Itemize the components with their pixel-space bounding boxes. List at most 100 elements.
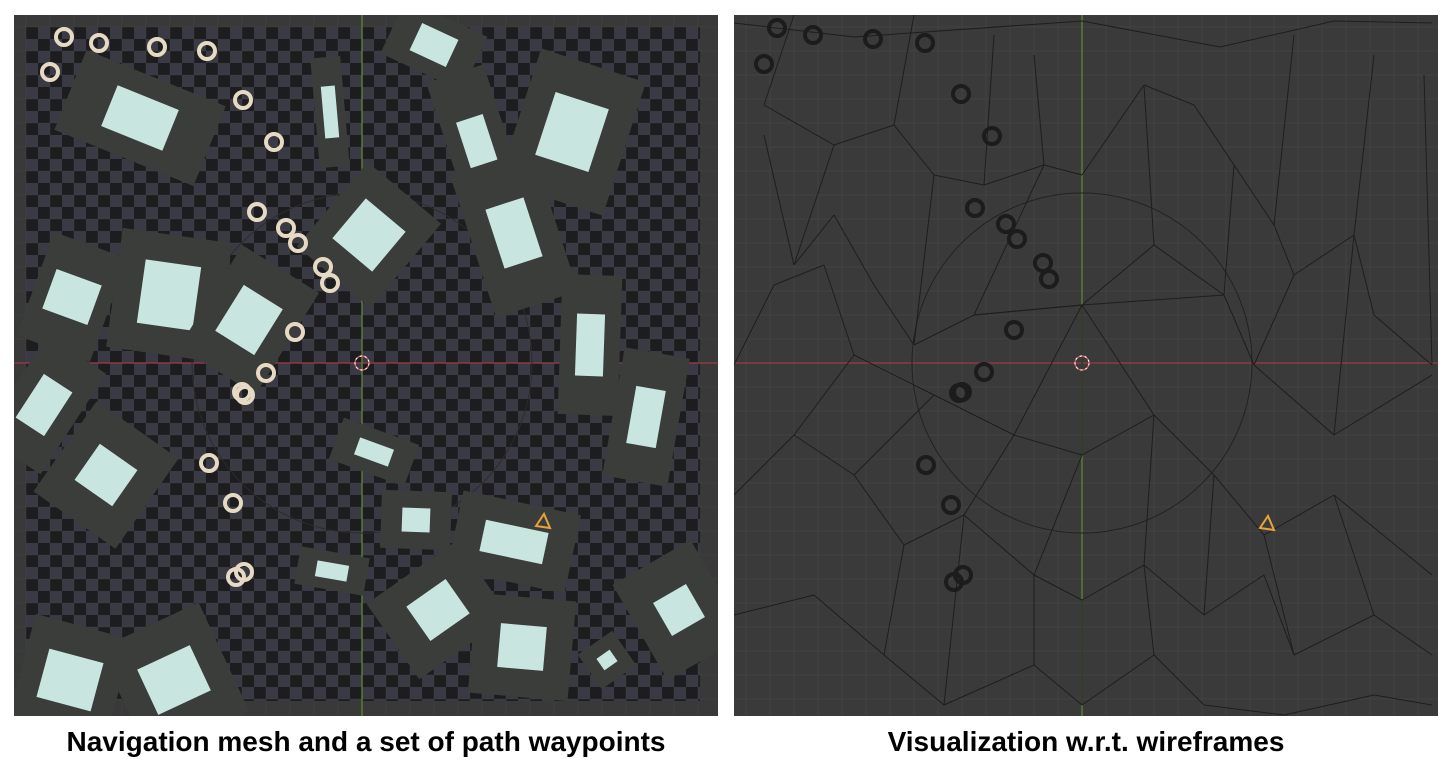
wire-edge	[963, 434, 1015, 516]
obstacle-block	[14, 335, 107, 475]
wire-edge	[1353, 234, 1375, 316]
wire-edge	[903, 514, 965, 546]
waypoint-marker[interactable]	[952, 382, 972, 402]
3d-cursor-icon[interactable]	[1074, 355, 1090, 371]
wire-edge	[1153, 244, 1225, 296]
waypoint-marker[interactable]	[235, 385, 255, 405]
wire-edge	[983, 164, 1045, 186]
wire-edge	[1293, 614, 1375, 656]
obstacle-block	[467, 592, 577, 702]
waypoint-marker[interactable]	[256, 363, 276, 383]
wire-edge	[1081, 20, 1221, 48]
obstacle-block	[380, 489, 452, 551]
wire-edge	[1081, 414, 1155, 456]
wire-edge	[793, 434, 855, 476]
wire-edge	[793, 144, 835, 266]
waypoint-marker[interactable]	[941, 495, 961, 515]
wire-edge	[1081, 84, 1145, 176]
wire-edge	[1193, 104, 1235, 166]
waypoint-marker[interactable]	[803, 25, 823, 45]
waypoint-marker[interactable]	[199, 453, 219, 473]
waypoint-marker[interactable]	[226, 567, 246, 587]
obstacle-block	[449, 148, 579, 318]
waypoint-marker[interactable]	[313, 257, 333, 277]
wire-edge	[853, 354, 935, 396]
waypoint-marker[interactable]	[767, 18, 787, 38]
waypoint-marker[interactable]	[951, 84, 971, 104]
waypoint-marker[interactable]	[754, 54, 774, 74]
wire-edge	[1223, 294, 1255, 366]
wire-edge	[763, 15, 795, 106]
obstacle-block	[310, 55, 350, 169]
wire-edge	[1273, 34, 1295, 226]
waypoint-marker[interactable]	[197, 41, 217, 61]
wire-edge	[734, 284, 775, 366]
waypoint-group	[754, 18, 1059, 592]
wire-edge	[734, 22, 855, 38]
waypoint-marker[interactable]	[320, 273, 340, 293]
waypoint-marker[interactable]	[247, 202, 267, 222]
waypoint-marker[interactable]	[54, 27, 74, 47]
wire-edge	[1081, 244, 1155, 306]
wire-edge	[1153, 654, 1205, 706]
wire-edge	[1081, 294, 1225, 306]
wire-edge	[773, 264, 825, 286]
obstacle-block	[380, 15, 488, 92]
waypoint-group	[40, 27, 340, 587]
wire-edge	[1373, 314, 1433, 366]
viewport-grid	[734, 15, 1438, 716]
wire-edge	[913, 314, 975, 346]
waypoint-marker[interactable]	[223, 493, 243, 513]
wire-edge	[963, 514, 1035, 576]
camera-icon[interactable]	[1258, 513, 1276, 532]
obstacle-block	[328, 417, 420, 487]
obstacle-block	[14, 613, 133, 716]
waypoint-marker[interactable]	[40, 62, 60, 82]
wire-edge	[1353, 54, 1375, 236]
wire-edge	[1333, 20, 1433, 24]
waypoint-marker[interactable]	[1007, 229, 1027, 249]
wire-edge	[893, 15, 915, 126]
waypoint-marker[interactable]	[233, 90, 253, 110]
wire-edge	[1203, 704, 1285, 716]
camera-icon[interactable]	[534, 511, 552, 530]
wire-edge	[983, 34, 995, 186]
wire-edge	[793, 214, 835, 266]
waypoint-marker[interactable]	[1004, 320, 1024, 340]
3d-cursor-icon[interactable]	[354, 355, 370, 371]
wire-edge	[913, 174, 935, 346]
waypoint-marker[interactable]	[996, 214, 1016, 234]
waypoint-marker[interactable]	[915, 33, 935, 53]
wire-edge	[1143, 84, 1195, 106]
wireframe-viewport[interactable]	[734, 15, 1438, 716]
navmesh-viewport[interactable]	[14, 15, 718, 716]
waypoint-marker[interactable]	[916, 455, 936, 475]
waypoint-marker[interactable]	[1039, 269, 1059, 289]
wire-edge	[1081, 304, 1155, 416]
wire-edge	[943, 514, 965, 706]
waypoint-marker[interactable]	[965, 198, 985, 218]
waypoint-marker[interactable]	[285, 322, 305, 342]
waypoint-marker[interactable]	[974, 362, 994, 382]
waypoint-marker[interactable]	[232, 382, 252, 402]
wire-edge	[873, 284, 915, 346]
wire-edge	[1333, 494, 1375, 616]
waypoint-marker[interactable]	[288, 233, 308, 253]
wire-edge	[1333, 494, 1433, 576]
obstacle-block	[612, 539, 718, 681]
waypoint-marker[interactable]	[89, 33, 109, 53]
obstacle-block	[179, 245, 319, 395]
obstacle-block	[602, 347, 690, 487]
wire-edge	[833, 124, 895, 146]
obstacle-block	[16, 231, 128, 363]
wire-edge	[793, 354, 855, 436]
wire-edge	[1333, 374, 1433, 436]
waypoint-marker[interactable]	[147, 37, 167, 57]
waypoint-marker[interactable]	[944, 572, 964, 592]
waypoint-marker[interactable]	[264, 132, 284, 152]
waypoint-marker[interactable]	[863, 29, 883, 49]
waypoint-marker[interactable]	[276, 218, 296, 238]
right-caption: Visualization w.r.t. wireframes	[887, 726, 1285, 757]
waypoint-marker[interactable]	[982, 126, 1002, 146]
wire-edge	[1203, 574, 1265, 616]
